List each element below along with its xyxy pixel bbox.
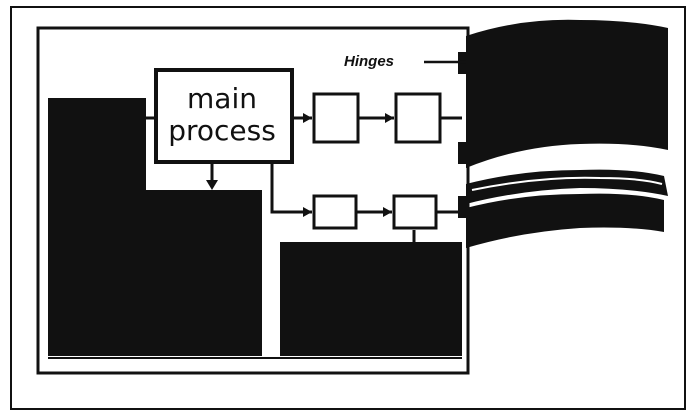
arrowhead-box3 <box>303 207 312 217</box>
hinge-label: Hinges <box>344 53 394 70</box>
arrowhead-box4 <box>383 207 392 217</box>
main-process-label-line2: process <box>168 114 276 147</box>
process-box-1 <box>312 92 360 144</box>
figure-frame <box>10 6 686 410</box>
dark-block-left <box>48 98 146 356</box>
arrowhead-box2 <box>385 113 394 123</box>
hinged-panel-upper <box>466 19 668 168</box>
process-box-3 <box>312 194 358 230</box>
process-box-2 <box>394 92 442 144</box>
main-process-box <box>154 68 294 164</box>
arrowheads <box>206 113 394 217</box>
hinge-callout: Hinges <box>344 53 466 70</box>
connector-branch-down <box>270 160 312 214</box>
hinged-panel-lower <box>466 193 664 248</box>
dark-block-center <box>140 190 262 356</box>
hinge-2 <box>458 142 468 164</box>
process-box-4 <box>392 194 438 230</box>
process-boxes <box>312 92 442 230</box>
diagram-panel <box>36 26 470 375</box>
main-process-label-line1: main <box>187 82 257 115</box>
main-process-node: main process <box>154 68 294 164</box>
arrowhead-box1 <box>303 113 312 123</box>
hinge-highlight <box>471 176 663 191</box>
arrowhead-main-down <box>206 180 218 190</box>
hinged-panels <box>458 19 668 248</box>
dark-block-right <box>280 242 462 356</box>
hinge-3 <box>458 196 468 218</box>
